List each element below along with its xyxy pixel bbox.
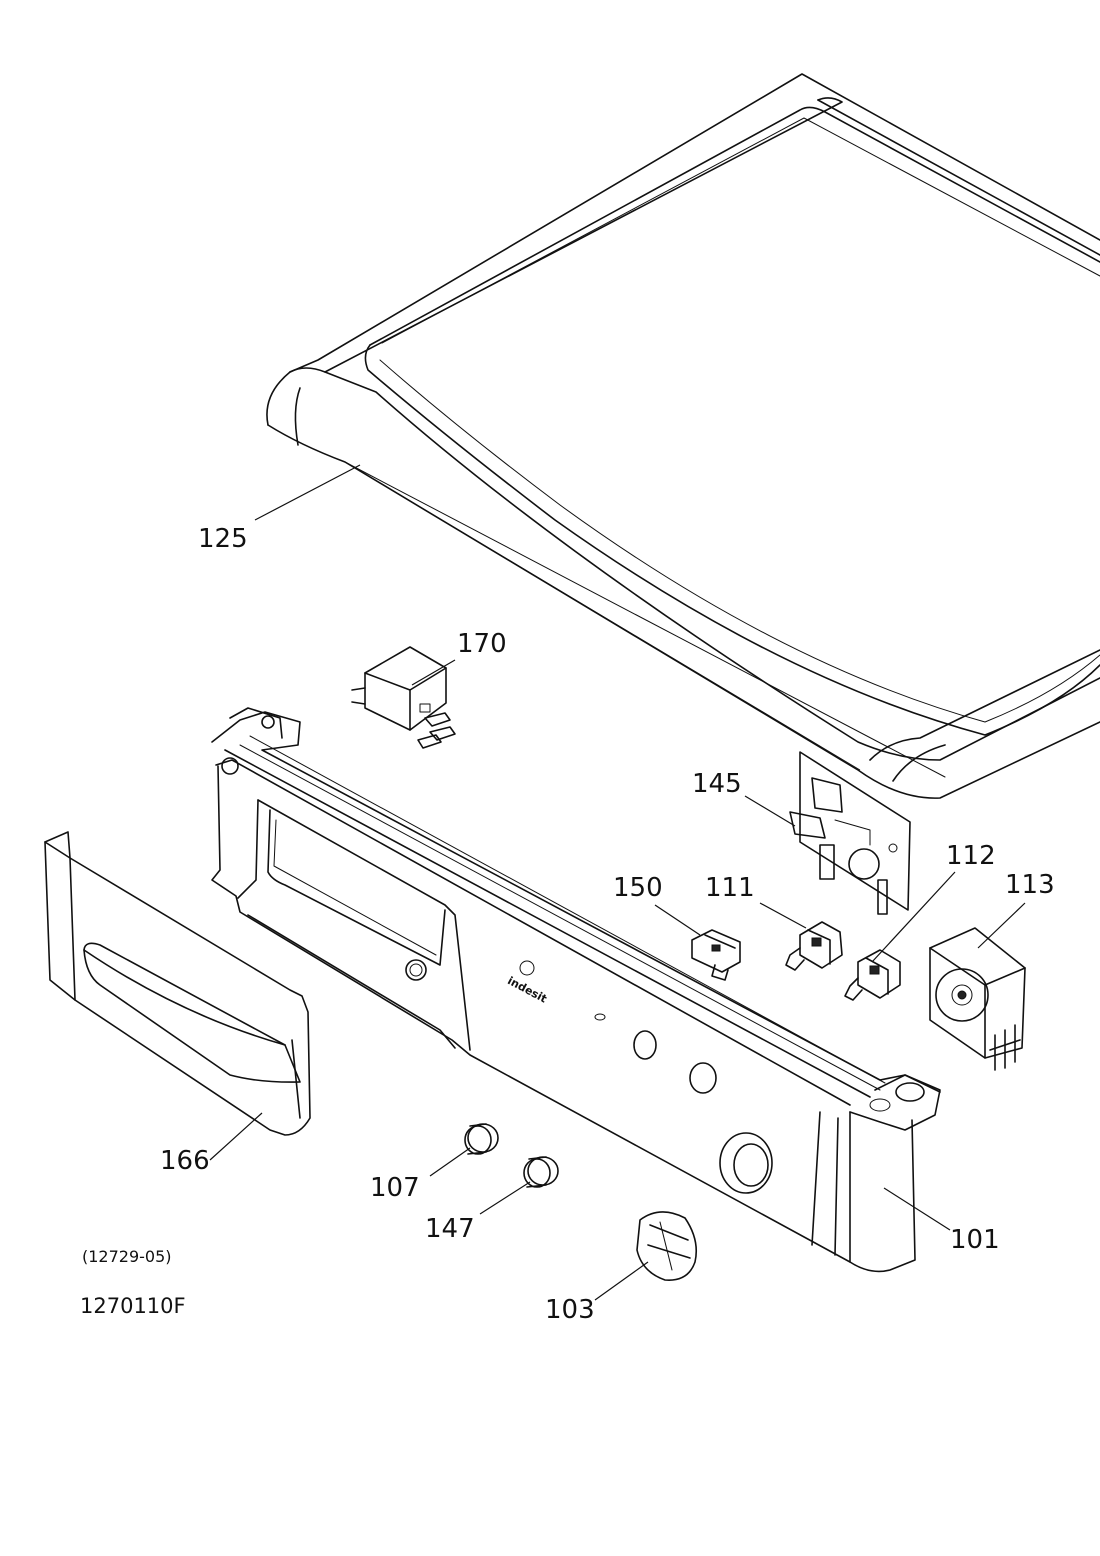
callout-107: 107 xyxy=(370,1173,420,1203)
circuit-board-part xyxy=(789,751,911,915)
drawer-front-part xyxy=(44,831,311,1136)
relay-block-part xyxy=(351,646,456,749)
callout-103: 103 xyxy=(545,1295,595,1325)
callout-150: 150 xyxy=(613,873,663,903)
top-lid-part xyxy=(266,73,1100,799)
callout-111: 111 xyxy=(705,873,755,903)
drawing-reference: (12729-05) xyxy=(82,1247,172,1266)
leader-lines xyxy=(209,461,1026,1301)
knob-103-part xyxy=(636,1211,698,1281)
callout-101: 101 xyxy=(950,1225,1000,1255)
callout-147: 147 xyxy=(425,1214,475,1244)
switch-150-part xyxy=(691,929,741,981)
callout-145: 145 xyxy=(692,769,742,799)
switch-112-part xyxy=(844,949,901,1001)
panel-logo-text: indesit xyxy=(505,974,549,1005)
callout-125: 125 xyxy=(198,524,248,554)
callout-170: 170 xyxy=(457,629,507,659)
timer-part xyxy=(929,927,1026,1071)
switch-111-part xyxy=(785,921,843,971)
callout-112: 112 xyxy=(946,841,996,871)
control-panel-part: indesit xyxy=(211,707,941,1273)
callout-166: 166 xyxy=(160,1146,210,1176)
drawing-code: 1270110F xyxy=(80,1294,186,1318)
button-107-part xyxy=(464,1123,499,1155)
callout-labels: 125 170 145 112 113 150 111 166 107 147 … xyxy=(160,524,1055,1325)
button-147-part xyxy=(523,1156,559,1188)
callout-113: 113 xyxy=(1005,870,1055,900)
